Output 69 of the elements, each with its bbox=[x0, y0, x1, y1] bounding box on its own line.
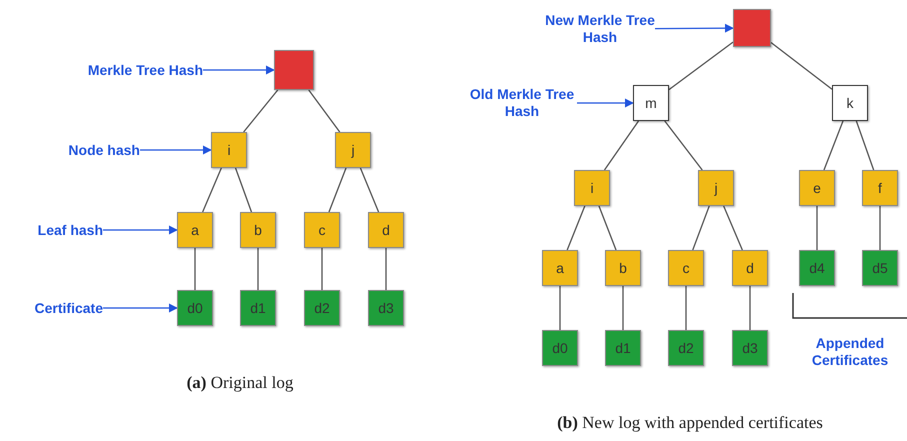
certificate-box: d1 bbox=[240, 290, 276, 326]
hash-box: a bbox=[542, 250, 578, 286]
figure-caption: (a) Original log bbox=[186, 373, 294, 393]
root-hash-box bbox=[733, 9, 771, 47]
certificate-box: d0 bbox=[177, 290, 213, 326]
connector-line bbox=[328, 168, 347, 212]
connector-line bbox=[598, 206, 617, 250]
root-hash-box bbox=[274, 50, 314, 90]
annotation-label: Old Merkle Tree Hash bbox=[467, 85, 577, 121]
arrow bbox=[655, 24, 734, 33]
certificate-box: d4 bbox=[799, 250, 835, 286]
connector-line bbox=[604, 120, 640, 170]
hash-box: k bbox=[832, 85, 868, 121]
hash-box: i bbox=[574, 170, 610, 206]
connector-line bbox=[566, 206, 586, 250]
connector-line bbox=[856, 120, 874, 170]
connector-line bbox=[664, 120, 703, 170]
certificate-box: d2 bbox=[304, 290, 340, 326]
hash-box: c bbox=[304, 212, 340, 248]
hash-box: j bbox=[698, 170, 734, 206]
connector-line bbox=[770, 42, 832, 90]
arrow bbox=[103, 225, 178, 235]
connector-line bbox=[360, 168, 380, 212]
hash-box: m bbox=[633, 85, 669, 121]
connector-line bbox=[194, 248, 196, 290]
annotation-label: Appended Certificates bbox=[810, 335, 890, 369]
hash-box: e bbox=[799, 170, 835, 206]
certificate-box: d0 bbox=[542, 330, 578, 366]
hash-box: b bbox=[240, 212, 276, 248]
figure-caption: (b) New log with appended certificates bbox=[557, 413, 823, 433]
connector-line bbox=[385, 248, 387, 290]
certificate-box: d3 bbox=[732, 330, 768, 366]
certificate-box: d5 bbox=[862, 250, 898, 286]
hash-box: b bbox=[605, 250, 641, 286]
arrow bbox=[103, 303, 178, 313]
certificate-box: d1 bbox=[605, 330, 641, 366]
hash-box: j bbox=[335, 132, 371, 168]
connector-line bbox=[234, 168, 252, 212]
connector-line bbox=[202, 168, 222, 212]
hash-box: d bbox=[732, 250, 768, 286]
hash-box: i bbox=[211, 132, 247, 168]
connector-line bbox=[685, 286, 687, 330]
annotation-label: Merkle Tree Hash bbox=[53, 60, 203, 80]
certificate-box: d3 bbox=[368, 290, 404, 326]
arrow bbox=[140, 145, 212, 155]
connector-line bbox=[879, 206, 881, 250]
connector-line bbox=[559, 286, 561, 330]
hash-box: c bbox=[668, 250, 704, 286]
annotation-label: Certificate bbox=[7, 298, 103, 318]
annotation-label: New Merkle Tree Hash bbox=[545, 11, 655, 47]
annotation-label: Node hash bbox=[40, 140, 140, 160]
certificate-box: d2 bbox=[668, 330, 704, 366]
annotation-label: Leaf hash bbox=[7, 220, 103, 240]
connector-line bbox=[692, 206, 710, 250]
connector-line bbox=[723, 206, 743, 250]
hash-box: f bbox=[862, 170, 898, 206]
arrow bbox=[577, 98, 634, 108]
connector-line bbox=[816, 206, 818, 250]
connector-line bbox=[243, 90, 278, 132]
connector-line bbox=[749, 286, 751, 330]
connector-line bbox=[321, 248, 323, 290]
connector-line bbox=[668, 42, 734, 90]
hash-box: d bbox=[368, 212, 404, 248]
connector-line bbox=[308, 90, 340, 132]
connector-line bbox=[257, 248, 259, 290]
arrow bbox=[203, 65, 275, 75]
hash-box: a bbox=[177, 212, 213, 248]
connector-line bbox=[622, 286, 624, 330]
connector-line bbox=[823, 120, 844, 170]
